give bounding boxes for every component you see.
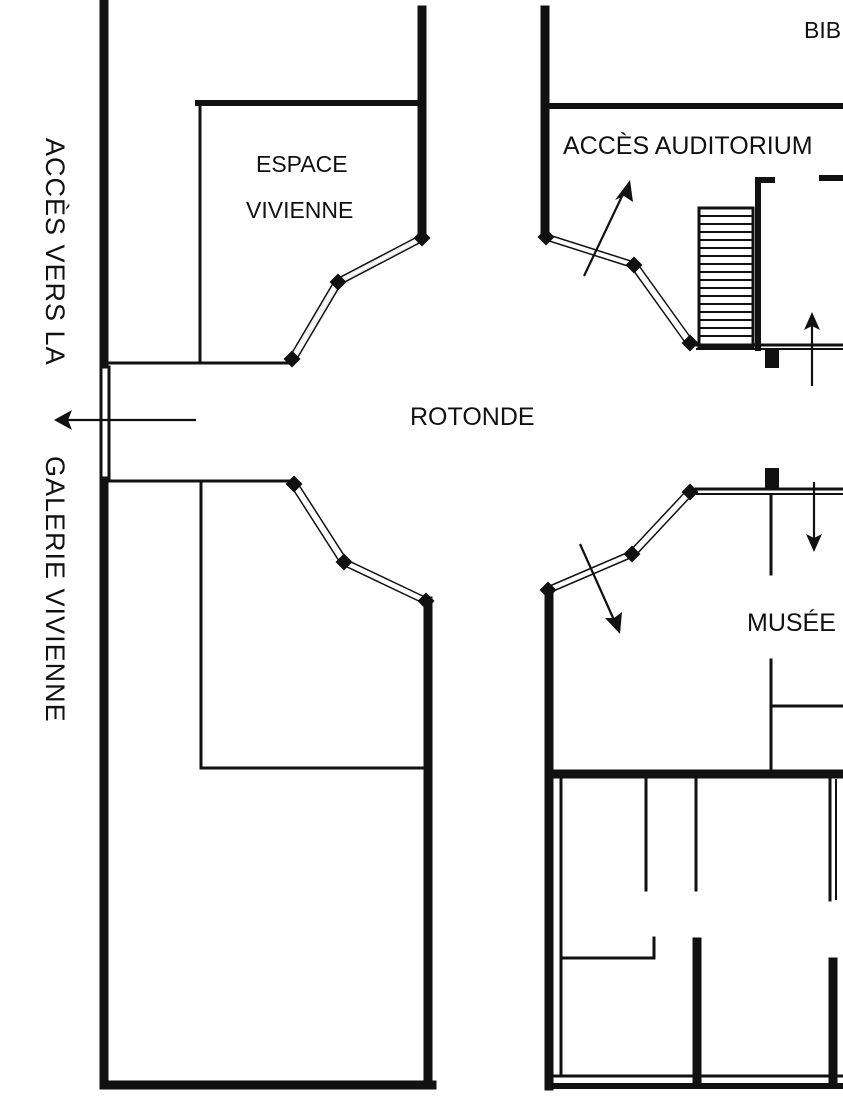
arrow-up-right-corridor bbox=[804, 312, 820, 386]
left-outer-wall bbox=[99, 0, 437, 1090]
museum-area bbox=[544, 468, 843, 1091]
lower-left-room bbox=[199, 479, 433, 1090]
rotonde-label: ROTONDE bbox=[410, 403, 535, 431]
rotunda-upper-right bbox=[537, 228, 699, 352]
arrow-to-auditorium bbox=[583, 180, 633, 277]
arrow-to-museum bbox=[578, 543, 622, 634]
bottom-right-rooms bbox=[550, 777, 843, 1089]
exit-arrow-left bbox=[54, 410, 196, 430]
espace-vivienne-label-line2: VIVIENNE bbox=[246, 197, 353, 223]
corridor-walls bbox=[107, 361, 294, 483]
acces-auditorium-label: ACCÈS AUDITORIUM bbox=[563, 131, 813, 160]
stair-treads bbox=[699, 215, 753, 337]
musee-label: MUSÉE bbox=[747, 608, 836, 637]
bib-label: BIB bbox=[804, 17, 841, 43]
arrow-down-right-corridor bbox=[806, 482, 822, 552]
rotunda-lower-left bbox=[285, 475, 435, 610]
espace-vivienne-room bbox=[195, 5, 427, 364]
auditorium-area bbox=[540, 5, 843, 368]
espace-vivienne-label-line1: ESPACE bbox=[256, 151, 348, 177]
side-label-top: ACCÈS VERS LA bbox=[40, 138, 70, 366]
rotunda-upper-left bbox=[283, 229, 431, 368]
side-label-bottom: GALERIE VIVIENNE bbox=[40, 456, 70, 723]
rotunda-lower-right bbox=[539, 483, 699, 599]
